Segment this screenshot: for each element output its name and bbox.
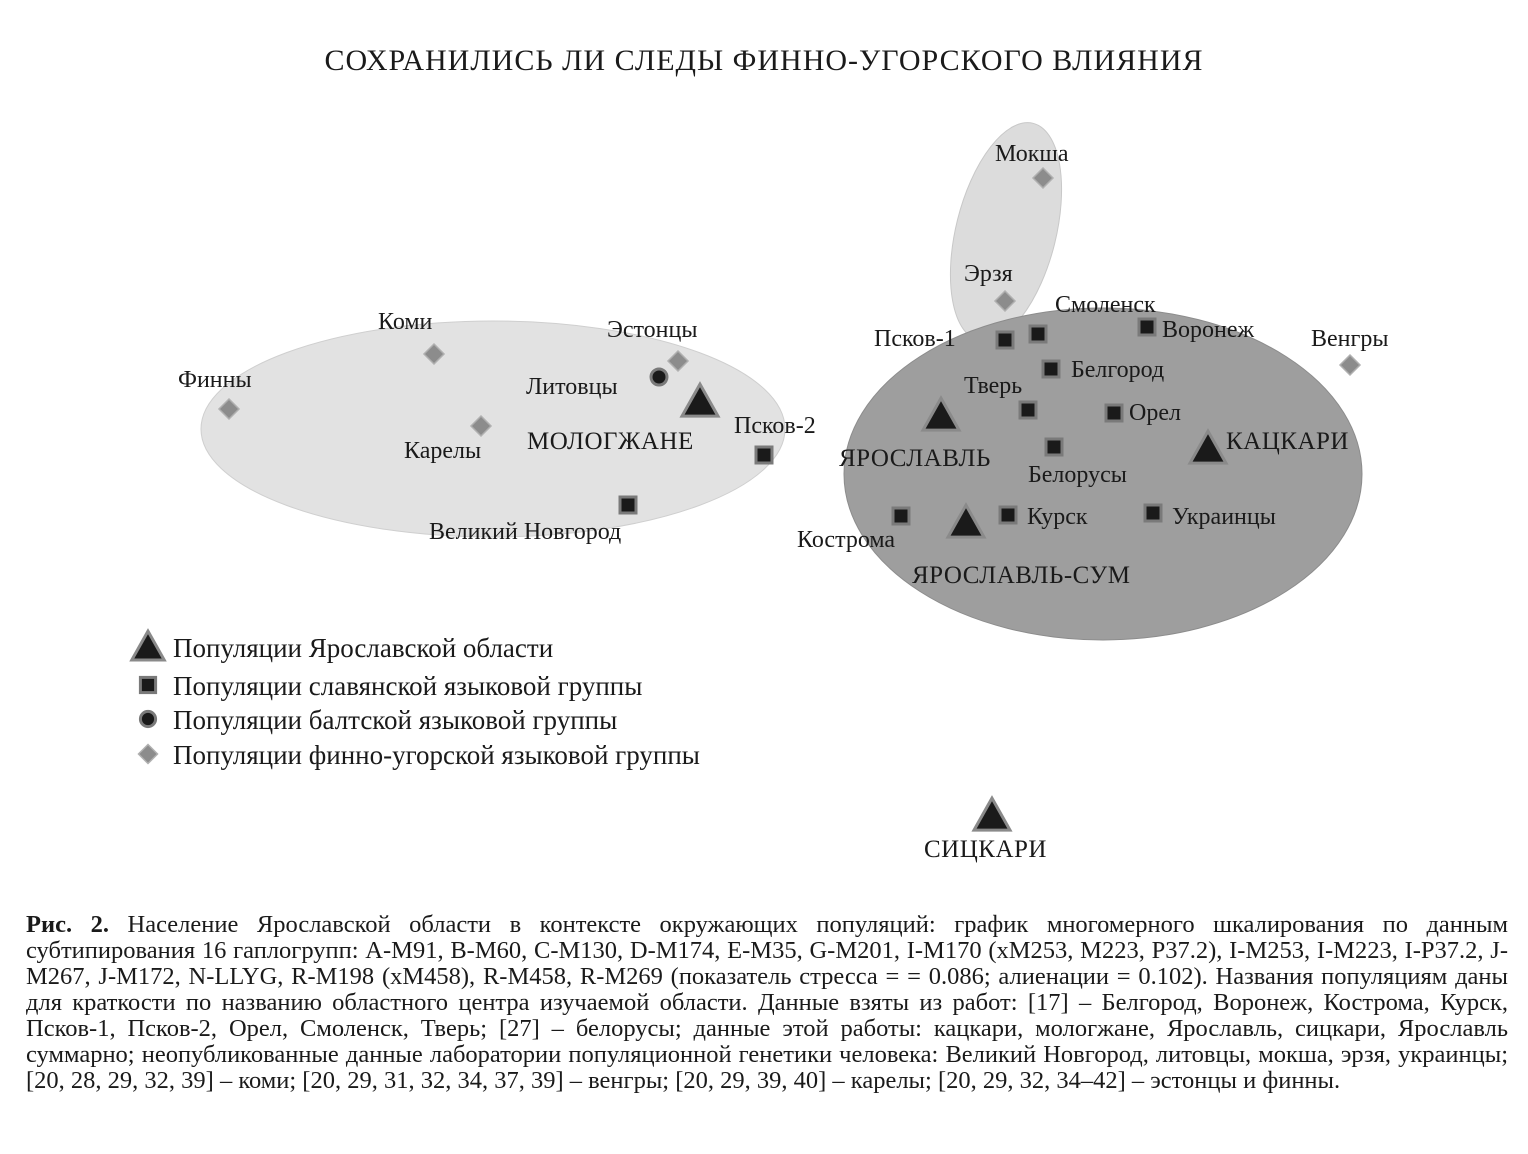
point-label: Псков-2 [734,413,816,439]
point-marker-square [754,445,774,465]
point-marker-triangle [971,795,1013,832]
legend-label: Популяции финно-угорской языковой группы [173,740,700,770]
point-label: КАЦКАРИ [1226,428,1349,455]
point-label: Кострома [797,527,895,553]
point-label: Венгры [1311,326,1388,352]
point-marker-square [1028,324,1048,344]
point-marker-triangle [945,502,987,539]
point-label: ЯРОСЛАВЛЬ [839,445,991,472]
point-marker-diamond [422,342,446,366]
point-marker-circle [649,367,669,387]
legend-diamond-icon [137,743,159,765]
legend-label: Популяции славянской языковой группы [173,671,642,701]
point-marker-triangle [679,381,721,418]
point-label: Орел [1129,400,1181,426]
point-marker-square [618,495,638,515]
point-marker-square [1044,437,1064,457]
point-label: Украинцы [1172,504,1276,530]
point-label: Коми [378,309,433,335]
point-label: Смоленск [1055,292,1156,318]
point-label: Мокша [995,141,1069,167]
point-marker-square [1143,503,1163,523]
point-marker-square [891,506,911,526]
point-label: ЯРОСЛАВЛЬ-СУМ [912,562,1130,589]
finno-ugric-cluster-ellipse [200,320,786,538]
point-label: СИЦКАРИ [924,836,1047,863]
point-label: Белгород [1071,357,1164,383]
running-head: СОХРАНИЛИСЬ ЛИ СЛЕДЫ ФИННО-УГОРСКОГО ВЛИ… [324,44,1204,77]
figure-caption: Рис. 2. Население Ярославской области в … [26,912,1508,1094]
point-marker-square [1018,400,1038,420]
point-label: Великий Новгород [429,519,621,545]
figure-caption-label: Рис. 2. [26,911,109,938]
point-marker-diamond [469,414,493,438]
point-label: Тверь [964,373,1022,399]
point-marker-square [1104,403,1124,423]
point-marker-square [998,505,1018,525]
point-label: Курск [1027,504,1088,530]
point-marker-diamond [1338,353,1362,377]
point-label: Воронеж [1162,317,1255,343]
point-label: Эстонцы [607,317,697,343]
point-marker-diamond [217,397,241,421]
figure-caption-text: Население Ярославской области в контекст… [26,911,1508,1094]
slavic-cluster-ellipse [843,307,1363,641]
point-marker-diamond [1031,166,1055,190]
point-marker-square [1041,359,1061,379]
legend-triangle-icon [129,628,167,662]
point-marker-diamond [993,289,1017,313]
point-marker-diamond [666,349,690,373]
point-marker-square [995,330,1015,350]
point-label: МОЛОГЖАНЕ [527,428,694,455]
point-label: Литовцы [526,374,618,400]
point-label: Белорусы [1028,462,1127,488]
point-label: Карелы [404,438,481,464]
point-marker-triangle [1187,428,1229,465]
legend-square-icon [138,675,158,695]
legend-label: Популяции балтской языковой группы [173,705,617,735]
point-marker-triangle [920,395,962,432]
point-label: Финны [178,367,252,393]
point-label: Эрзя [964,261,1013,287]
point-label: Псков-1 [874,326,956,352]
legend-label: Популяции Ярославской области [173,633,553,663]
point-marker-square [1137,317,1157,337]
legend-circle-icon [138,709,158,729]
